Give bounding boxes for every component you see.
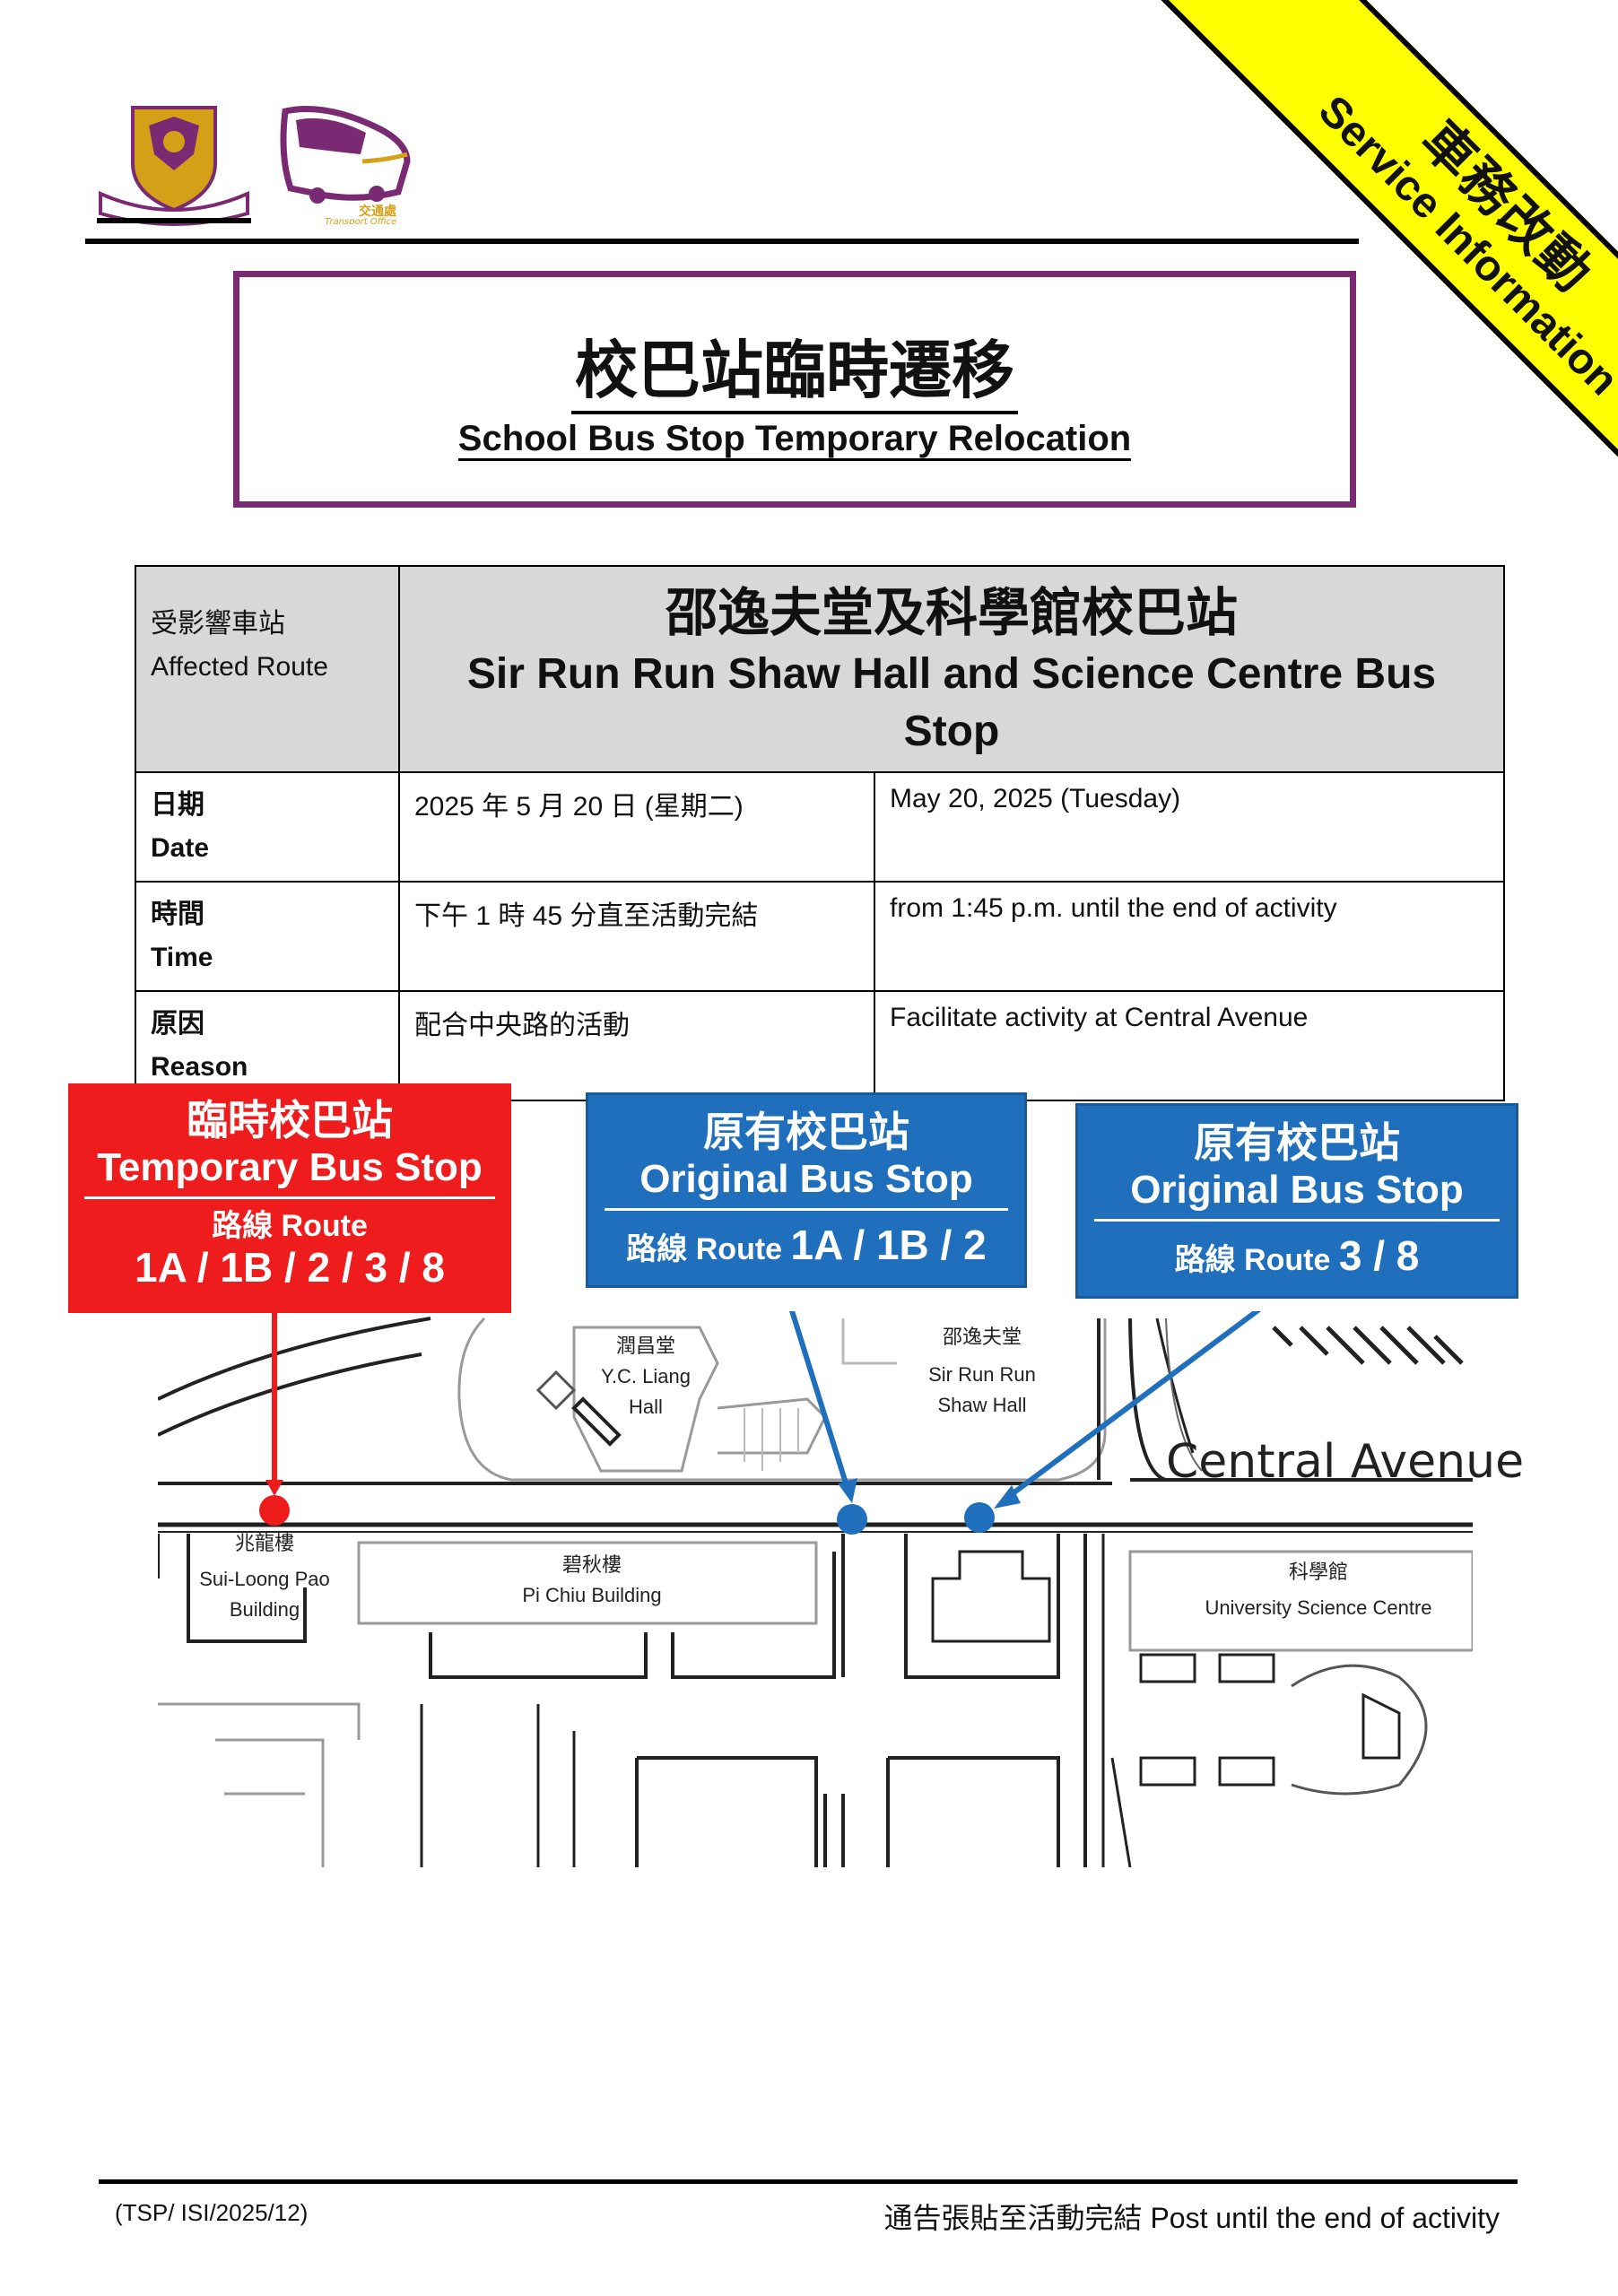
yc-liang-hall-label: 潤昌堂 Y.C. Liang Hall — [601, 1335, 691, 1418]
temporary-stop-callout: 臨時校巴站 Temporary Bus Stop 路線 Route 1A / 1… — [68, 1083, 511, 1313]
science-centre-label: 科學館 University Science Centre — [1205, 1561, 1432, 1619]
transport-office-bus-logo: 交通處 Transport Office — [273, 102, 418, 227]
svg-text:交通處: 交通處 — [359, 204, 397, 219]
time-value-zh: 下午 1 時 45 分直至活動完結 — [398, 881, 875, 992]
callout-divider — [1094, 1219, 1500, 1222]
original-stop-callout-1: 原有校巴站 Original Bus Stop 路線 Route 1A / 1B… — [586, 1092, 1027, 1288]
callout-divider — [84, 1196, 495, 1199]
affected-row: 受影響車站 Affected Route 邵逸夫堂及科學館校巴站 Sir Run… — [135, 565, 1505, 773]
original-stop-callout-2: 原有校巴站 Original Bus Stop 路線 Route 3 / 8 — [1075, 1103, 1518, 1299]
time-value-en: from 1:45 p.m. until the end of activity — [874, 881, 1505, 992]
original-stop-marker-2 — [964, 1502, 995, 1533]
notice-code: (TSP/ ISI/2025/12) — [115, 2199, 309, 2226]
time-row: 時間 Time 下午 1 時 45 分直至活動完結 from 1:45 p.m. … — [135, 881, 1505, 992]
pi-chiu-building-label: 碧秋樓 Pi Chiu Building — [522, 1553, 662, 1606]
original-1-zh: 原有校巴站 — [703, 1109, 909, 1155]
original-1-en: Original Bus Stop — [639, 1157, 973, 1201]
original-2-en: Original Bus Stop — [1130, 1168, 1464, 1212]
temporary-route-label: 路線 Route — [212, 1209, 368, 1243]
banner-zh: 車務改動 — [1410, 110, 1604, 304]
affected-label-zh: 受影響車站 — [151, 609, 285, 639]
temporary-zh: 臨時校巴站 — [187, 1097, 393, 1144]
info-table: 受影響車站 Affected Route 邵逸夫堂及科學館校巴站 Sir Run… — [135, 565, 1505, 1101]
date-value-en: May 20, 2025 (Tuesday) — [874, 771, 1505, 883]
footer-rule — [99, 2179, 1518, 2184]
affected-value-en: Sir Run Run Shaw Hall and Science Centre… — [466, 650, 1437, 755]
date-label-en: Date — [151, 833, 210, 863]
callout-divider — [605, 1208, 1008, 1211]
date-row: 日期 Date 2025 年 5 月 20 日 (星期二) May 20, 202… — [135, 771, 1505, 883]
temporary-stop-marker — [259, 1495, 290, 1526]
shaw-hall-label: 邵逸夫堂 Sir Run Run Shaw Hall — [928, 1326, 1036, 1416]
reason-value-en: Facilitate activity at Central Avenue — [874, 990, 1505, 1101]
reason-label-zh: 原因 — [151, 1009, 204, 1039]
sui-loong-pao-label: 兆龍樓 Sui-Loong Pao Building — [199, 1532, 330, 1621]
campus-map — [158, 1311, 1473, 1867]
header-rule — [85, 239, 1359, 244]
affected-value-zh: 邵逸夫堂及科學館校巴站 — [665, 584, 1238, 642]
date-value-zh: 2025 年 5 月 20 日 (星期二) — [398, 771, 875, 883]
title-en: School Bus Stop Temporary Relocation — [239, 419, 1350, 461]
central-avenue-label: Central Avenue — [1166, 1435, 1525, 1489]
temporary-routes: 1A / 1B / 2 / 3 / 8 — [134, 1244, 445, 1291]
svg-text:Transport Office: Transport Office — [325, 217, 396, 224]
time-label-en: Time — [151, 943, 213, 972]
date-label-zh: 日期 — [151, 790, 204, 820]
cuhk-crest-logo — [97, 100, 251, 226]
affected-label-en: Affected Route — [151, 652, 328, 682]
reason-label-en: Reason — [151, 1052, 248, 1082]
original-stop-marker-1 — [837, 1504, 867, 1535]
time-label-zh: 時間 — [151, 900, 204, 929]
affected-label-cell: 受影響車站 Affected Route — [135, 565, 400, 773]
original-1-route: 路線 Route 1A / 1B / 2 — [626, 1222, 987, 1268]
original-2-zh: 原有校巴站 — [1194, 1119, 1400, 1166]
temporary-en: Temporary Bus Stop — [97, 1145, 483, 1189]
title-zh: 校巴站臨時遷移 — [239, 320, 1350, 414]
title-box: 校巴站臨時遷移 School Bus Stop Temporary Reloca… — [233, 271, 1356, 508]
affected-value-cell: 邵逸夫堂及科學館校巴站 Sir Run Run Shaw Hall and Sc… — [398, 565, 1505, 773]
original-2-route: 路線 Route 3 / 8 — [1174, 1232, 1420, 1279]
posting-note: 通告張貼至活動完結 Post until the end of activity — [883, 2202, 1500, 2234]
